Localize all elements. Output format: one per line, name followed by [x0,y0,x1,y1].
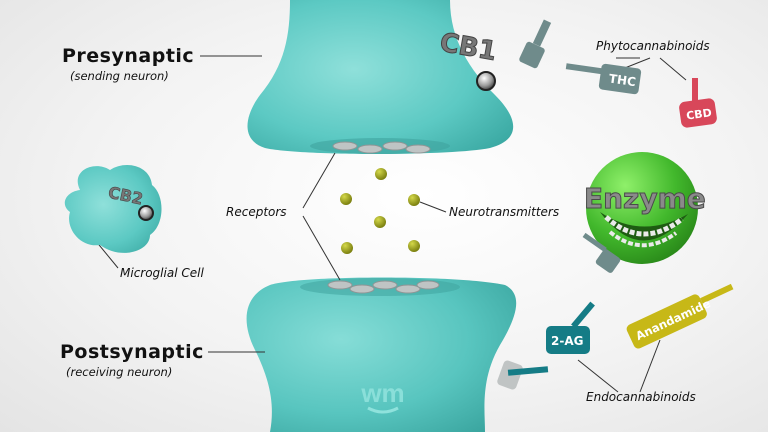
receptors-label: Receptors [226,205,287,219]
postsynaptic-receptors [327,280,440,294]
svg-text:CBD: CBD [685,106,712,122]
presynaptic-title: Presynaptic [62,45,195,67]
neurotransmitter [408,240,420,252]
postsynaptic-title: Postsynaptic [60,341,204,363]
neurotransmitter [408,194,420,206]
phytocannabinoids-label: Phytocannabinoids [596,39,710,53]
enzyme: Enzyme [584,152,706,264]
two-ag-key: 2-AG [546,301,595,354]
cbd-key: CBD [679,78,717,128]
key-icon [582,232,621,273]
wm-logo: wm [360,378,405,414]
neurotransmitter [341,242,353,254]
presynaptic-receptors [332,141,431,154]
neurotransmitters-label: Neurotransmitters [449,205,560,219]
presynaptic-subtitle: (sending neuron) [70,69,169,83]
neurotransmitter [374,216,386,228]
endocannabinoids-label: Endocannabinoids [586,390,696,404]
neurotransmitter [375,168,387,180]
neurotransmitters [340,168,420,254]
key-icon [519,19,552,69]
svg-text:THC: THC [608,72,637,90]
svg-text:2-AG: 2-AG [551,334,583,348]
thc-key: THC [565,63,642,95]
microglial-cell: CB2 [64,165,162,253]
anandamide-key: Anandamide [626,283,734,349]
key-icon [497,360,549,390]
microglial-cell-label: Microglial Cell [120,266,204,280]
postsynaptic-neuron [246,277,517,432]
postsynaptic-subtitle: (receiving neuron) [66,365,173,379]
svg-text:wm: wm [360,378,404,408]
presynaptic-neuron [247,0,514,154]
svg-text:Enzyme: Enzyme [584,182,706,215]
neurotransmitter [340,193,352,205]
